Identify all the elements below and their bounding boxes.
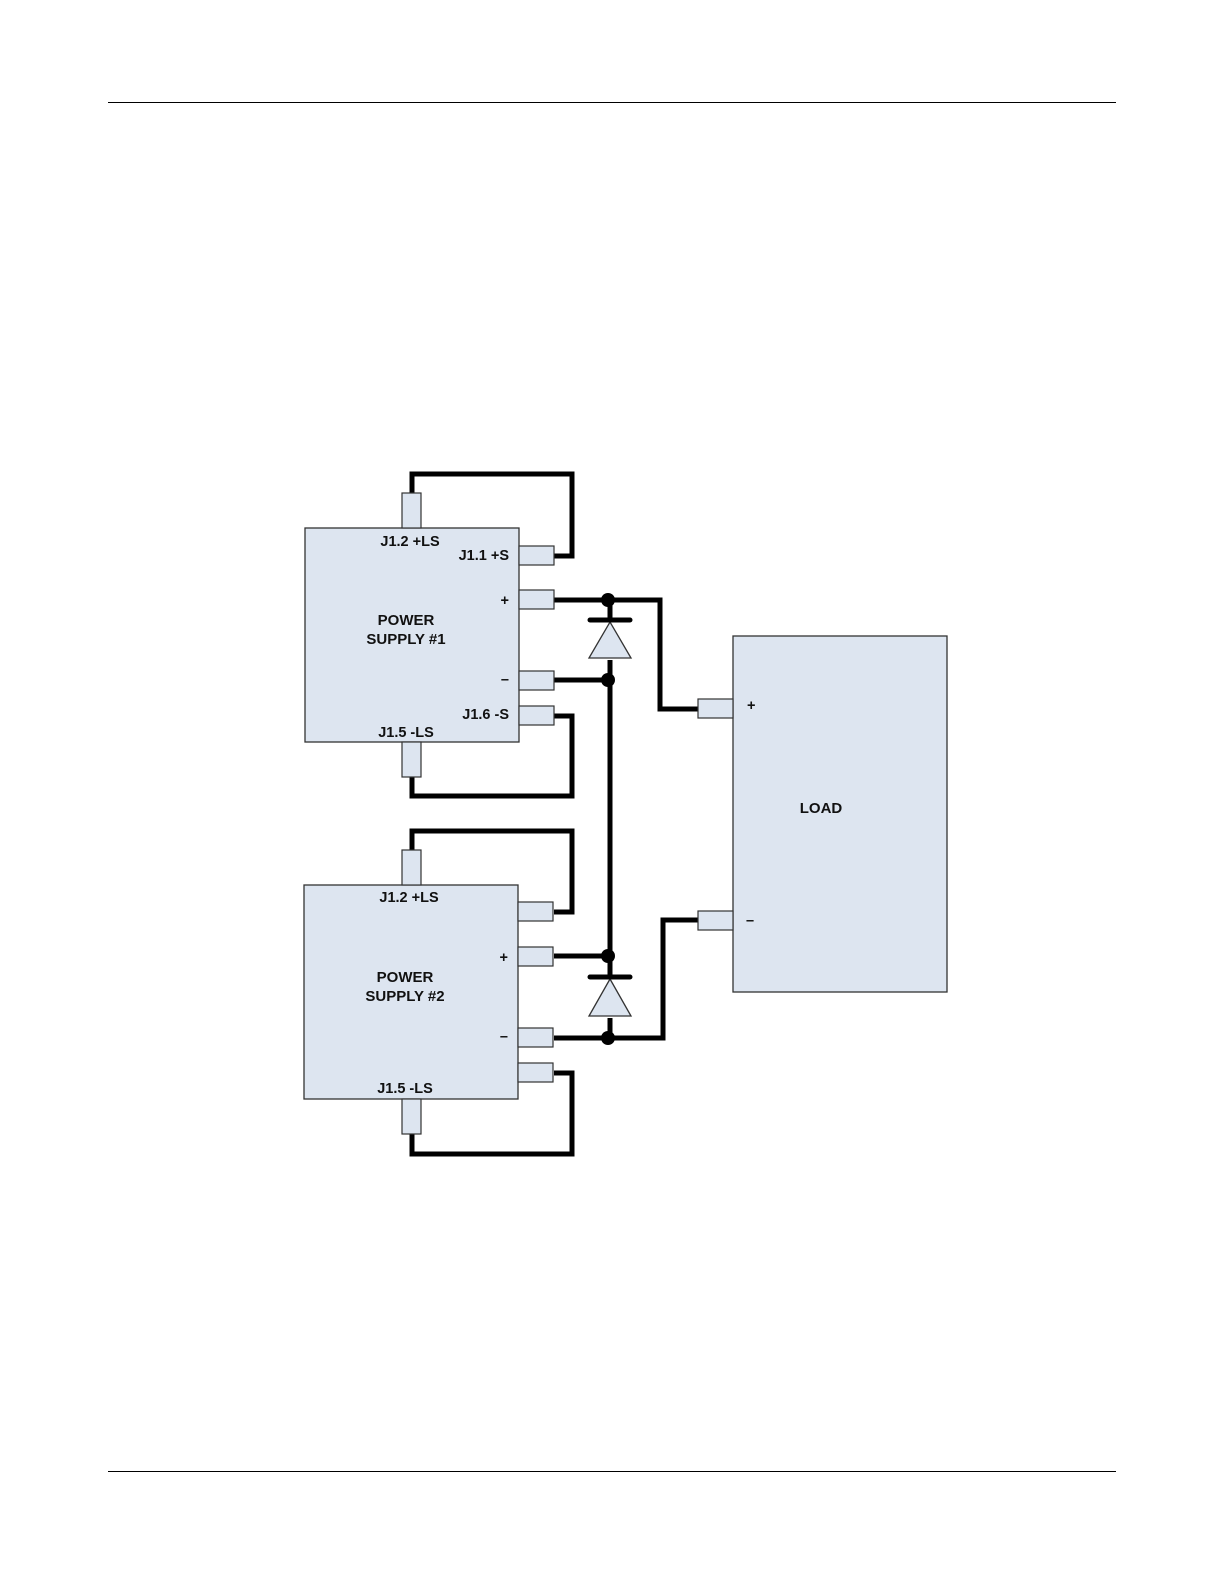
supply2-plus-label: + bbox=[500, 950, 508, 966]
junction-dot bbox=[601, 1031, 615, 1045]
junction-dot bbox=[601, 673, 615, 687]
load-title: LOAD bbox=[800, 800, 843, 817]
supply2-bottom-terminal-label: J1.5 -LS bbox=[377, 1081, 433, 1097]
supply1-bottom-terminal-label: J1.5 -LS bbox=[378, 725, 434, 741]
supply1-top-terminal-label: J1.2 +LS bbox=[380, 534, 440, 550]
diode-2-body bbox=[589, 979, 631, 1016]
supply2-minus-label: – bbox=[500, 1029, 508, 1045]
supply1-sense-minus-tab bbox=[519, 706, 554, 725]
supply2-bottom-terminal-tab bbox=[402, 1099, 421, 1134]
supply1-minus-tab bbox=[519, 671, 554, 690]
junction-dot bbox=[601, 593, 615, 607]
supply1-top-terminal-tab bbox=[402, 493, 421, 528]
supply1-title-line1: POWER bbox=[378, 612, 435, 629]
supply1-minus-label: – bbox=[501, 672, 509, 688]
supply2-sense-minus-tab bbox=[518, 1063, 553, 1082]
supply1-plus-label: + bbox=[501, 593, 509, 609]
diode-2 bbox=[589, 977, 631, 1016]
supply2-top-terminal-tab bbox=[402, 850, 421, 885]
diode-1-body bbox=[589, 622, 631, 658]
diode-1 bbox=[589, 620, 631, 658]
load-minus-label: – bbox=[746, 913, 754, 929]
supply1-bottom-terminal-tab bbox=[402, 742, 421, 777]
supply2-plus-tab bbox=[518, 947, 553, 966]
load-plus-label: + bbox=[747, 698, 755, 714]
supply2-title-line2: SUPPLY #2 bbox=[365, 988, 444, 1005]
junction-dot bbox=[601, 949, 615, 963]
supply2-top-terminal-label: J1.2 +LS bbox=[379, 890, 439, 906]
supply1-title-line2: SUPPLY #1 bbox=[366, 631, 445, 648]
supply2-minus-tab bbox=[518, 1028, 553, 1047]
supply1-plus-tab bbox=[519, 590, 554, 609]
supply1-sense-minus-label: J1.6 -S bbox=[462, 707, 509, 723]
supply2-sense-plus-tab bbox=[518, 902, 553, 921]
supply1-sense-plus-tab bbox=[519, 546, 554, 565]
load-plus-tab bbox=[698, 699, 733, 718]
supply1-sense-plus-label: J1.1 +S bbox=[459, 548, 510, 564]
load-minus-tab bbox=[698, 911, 733, 930]
supply2-title-line1: POWER bbox=[377, 969, 434, 986]
